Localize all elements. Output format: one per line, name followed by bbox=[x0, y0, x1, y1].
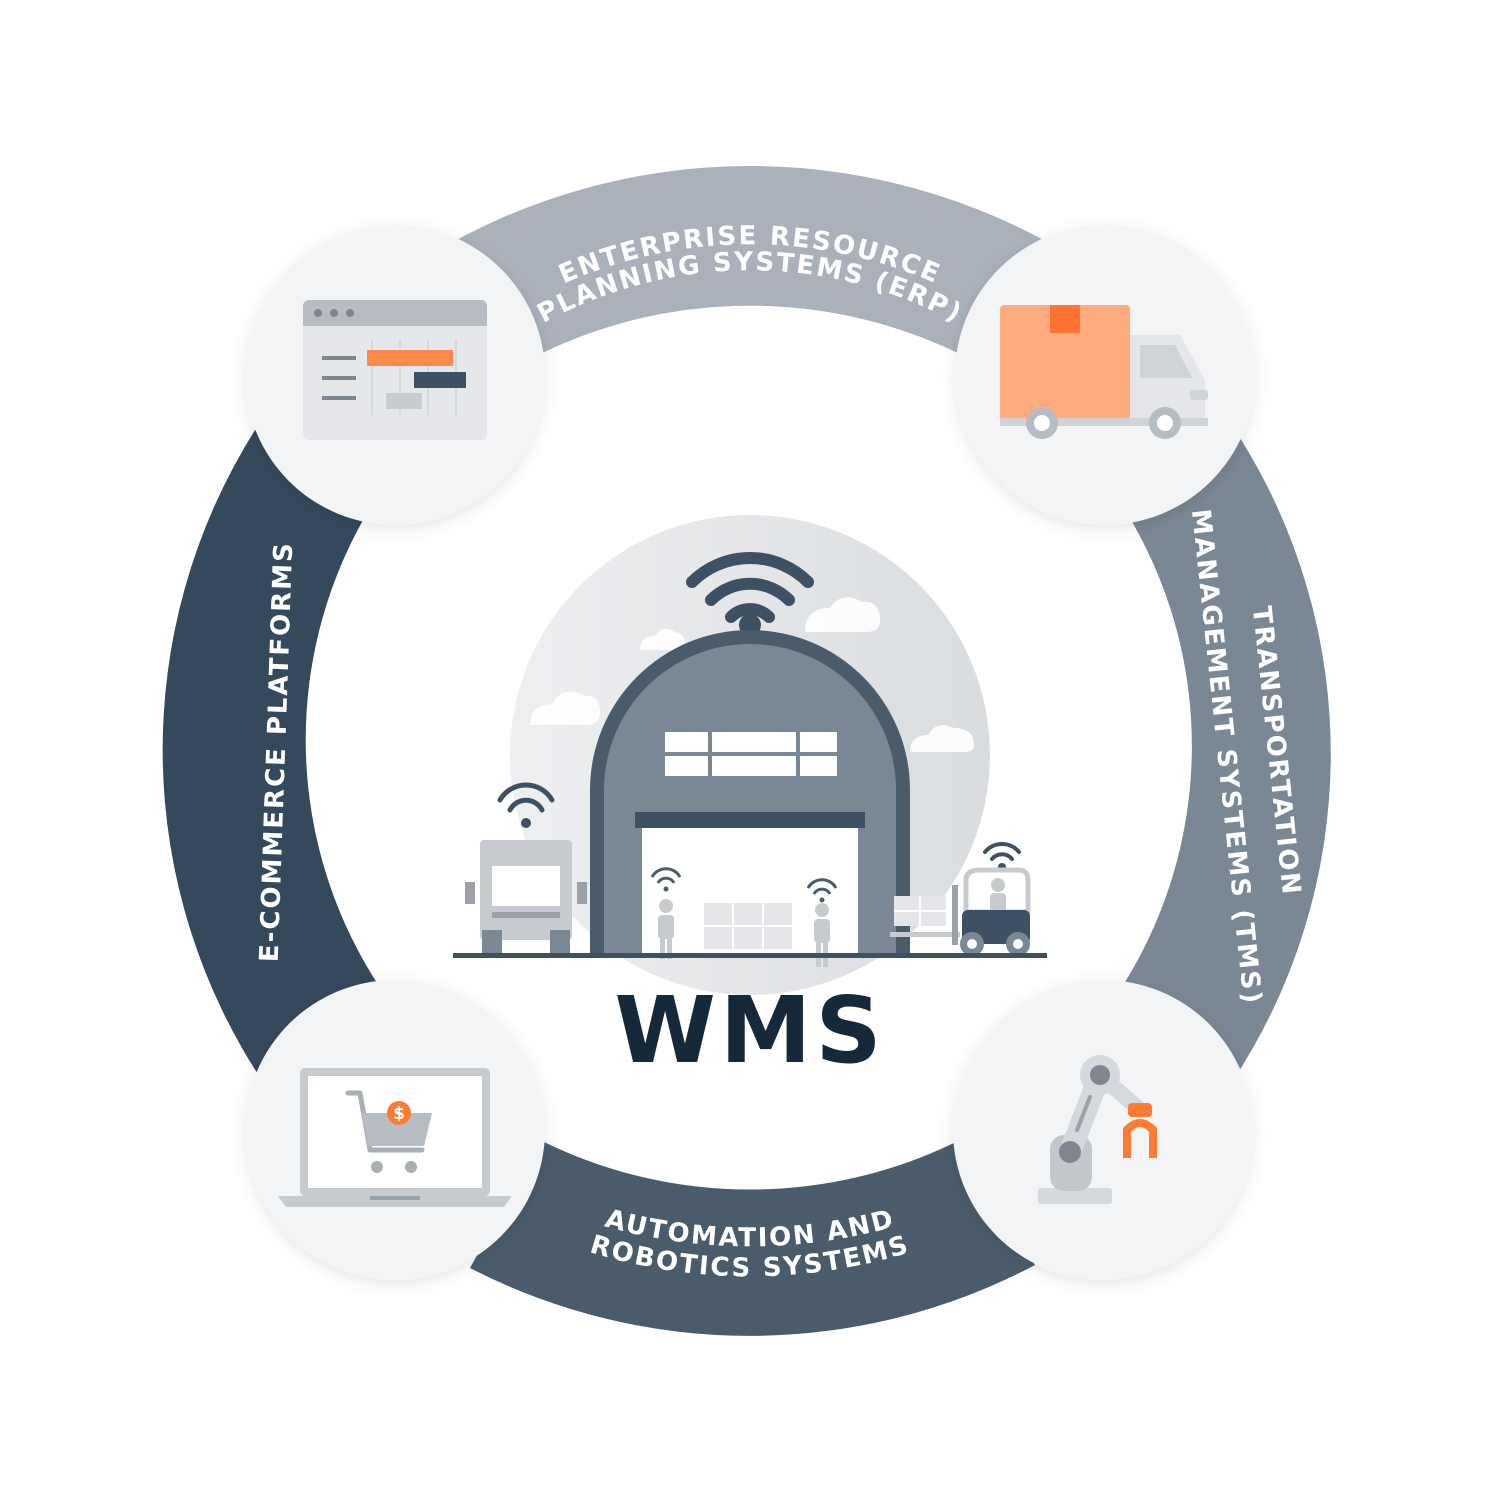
worker-icon bbox=[650, 867, 682, 959]
tms-segment bbox=[1120, 430, 1331, 1085]
ring bbox=[162, 166, 1331, 1336]
ecommerce-segment bbox=[162, 430, 385, 1085]
center-title: WMS bbox=[614, 977, 885, 1084]
laptop-shopping-cart-icon: $ bbox=[278, 1068, 512, 1207]
tms-node bbox=[955, 225, 1255, 525]
cloud-icon bbox=[530, 597, 974, 752]
robotics-segment bbox=[470, 1140, 1035, 1336]
warehouse-building bbox=[590, 630, 910, 967]
ecommerce-node: $ bbox=[245, 980, 545, 1280]
delivery-truck-icon bbox=[1000, 305, 1208, 439]
dollar-sign: $ bbox=[393, 1104, 405, 1124]
warehouse-illustration bbox=[453, 515, 1047, 995]
truck-icon bbox=[465, 782, 587, 954]
forklift-icon bbox=[890, 841, 1031, 956]
boxes-stack bbox=[702, 901, 794, 951]
erp-node bbox=[245, 225, 545, 525]
robotics-node bbox=[953, 980, 1253, 1280]
erp-segment bbox=[430, 166, 1070, 370]
ground-line bbox=[453, 953, 1047, 958]
robotic-arm-icon bbox=[1038, 1055, 1157, 1204]
dashboard-window-icon bbox=[303, 300, 487, 440]
